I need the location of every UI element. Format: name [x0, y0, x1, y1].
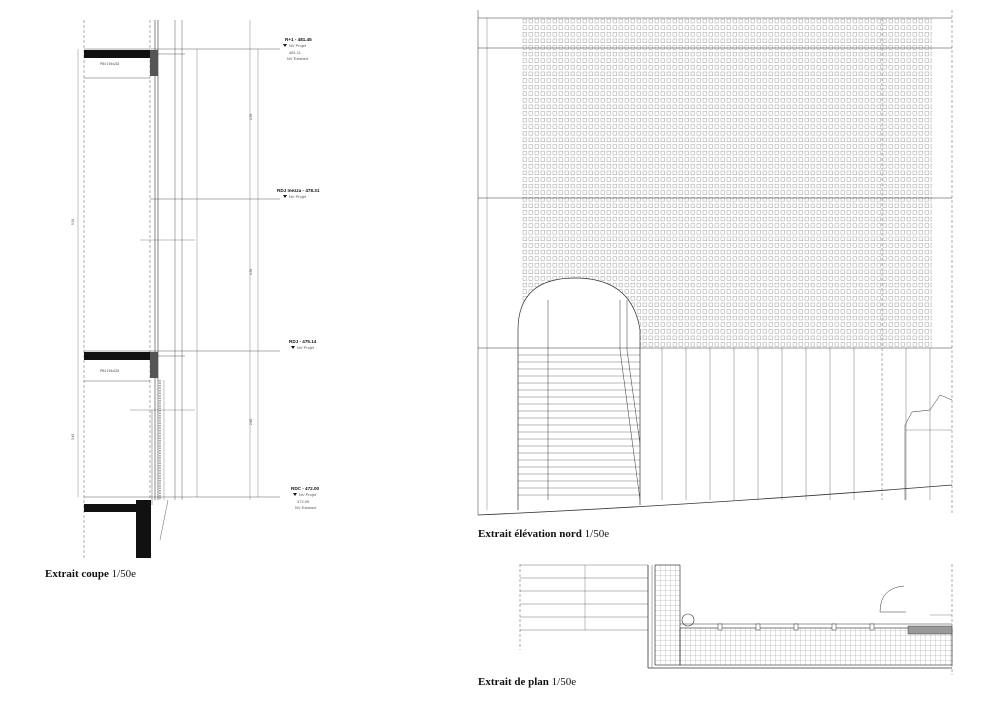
svg-text:2.59: 2.59	[249, 114, 253, 120]
level-marker-r1: R+1 - 481.45 NV Projet 481.11 NV Existan…	[283, 37, 312, 61]
plan-drawing	[519, 564, 953, 675]
svg-text:NV Projet: NV Projet	[289, 194, 307, 199]
slab-tag-upper: PB4 194x233	[100, 62, 119, 66]
plan-caption-scale: 1/50e	[551, 676, 577, 688]
elevation-caption-title: Extrait élévation nord	[478, 528, 582, 540]
svg-text:2.62: 2.62	[249, 419, 253, 425]
level-marker-rdj: RDJ - 475.14 NV Projet	[289, 339, 317, 350]
svg-text:RDJ mezza - 478.31: RDJ mezza - 478.31	[277, 188, 320, 193]
elevation-caption: Extrait élévation nord 1/50e	[478, 528, 609, 540]
svg-text:481.11: 481.11	[289, 50, 302, 55]
svg-text:5.54: 5.54	[71, 219, 75, 225]
svg-text:R+1 - 481.45: R+1 - 481.45	[285, 37, 312, 42]
section-caption-title: Extrait coupe	[45, 568, 109, 580]
svg-text:2.59: 2.59	[249, 269, 253, 275]
plan-caption-title: Extrait de plan	[478, 676, 549, 688]
section-dimension-labels: 2.59 2.59 2.62 5.54 3.40	[71, 114, 253, 440]
elevation-drawing	[477, 10, 953, 516]
svg-text:3.40: 3.40	[71, 434, 75, 440]
level-marker-rdc: RDC - 472.00 NV Projet 472.09 NV Existan…	[291, 486, 320, 510]
svg-text:472.09: 472.09	[297, 499, 310, 504]
svg-text:RDJ - 475.14: RDJ - 475.14	[289, 339, 317, 344]
svg-text:NV Existant: NV Existant	[287, 56, 309, 61]
section-caption-scale: 1/50e	[111, 568, 137, 580]
level-marker-rdj-mezza: RDJ mezza - 478.31 NV Projet	[277, 188, 320, 199]
svg-text:RDC - 472.00: RDC - 472.00	[291, 486, 320, 491]
section-caption: Extrait coupe 1/50e	[45, 568, 136, 580]
elevation-caption-scale: 1/50e	[584, 528, 610, 540]
section-slab-tags: PB4 194x233 PB4 194x233	[100, 62, 119, 373]
slab-tag-lower: PB4 194x233	[100, 369, 119, 373]
svg-text:NV Existant: NV Existant	[295, 505, 317, 510]
section-drawing	[77, 20, 280, 560]
plan-caption: Extrait de plan 1/50e	[478, 676, 576, 688]
svg-text:NV Projet: NV Projet	[299, 492, 317, 497]
svg-text:NV Projet: NV Projet	[297, 345, 315, 350]
svg-text:NV Projet: NV Projet	[289, 43, 307, 48]
